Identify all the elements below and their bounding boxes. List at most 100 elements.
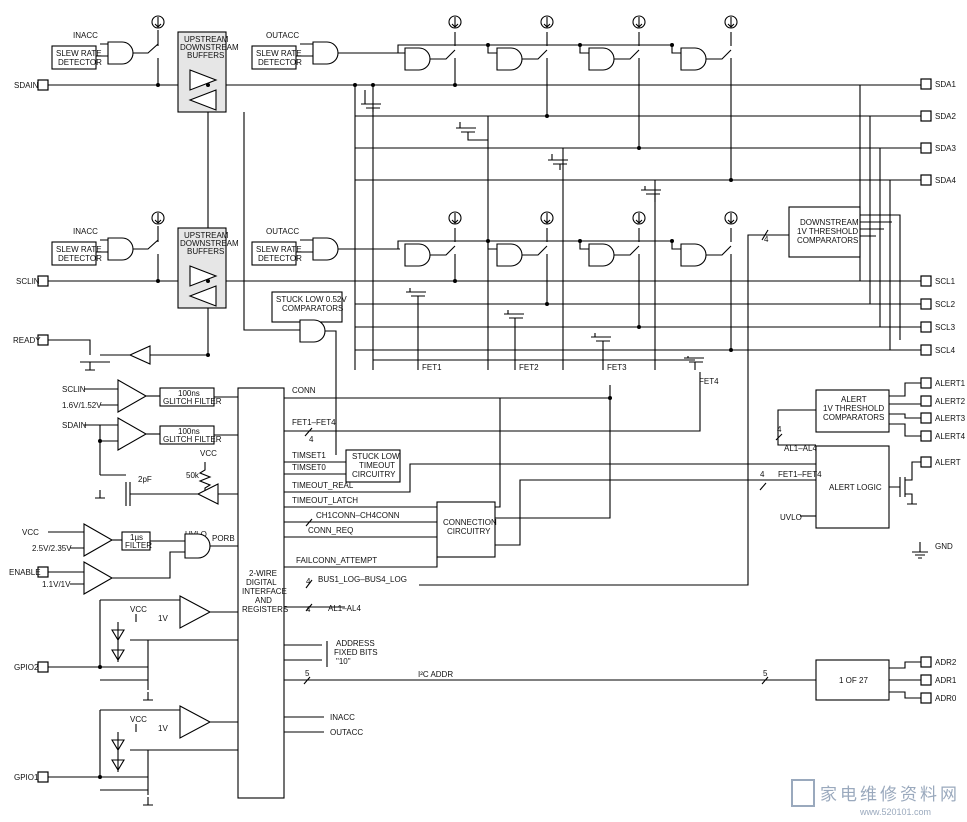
us-filter-label-2: FILTER [125, 541, 152, 550]
pin-gpio1: GPIO1 [14, 773, 39, 782]
address-label-3: "10" [336, 657, 351, 666]
connection-label-1: CONNECTION [443, 518, 497, 527]
pin-alert3: ALERT3 [935, 414, 966, 423]
vcc-label-1: VCC [200, 449, 217, 458]
v25-label: 2.5V/2.35V [32, 544, 72, 553]
slew-rate-label-3: SLEW RATE [256, 49, 302, 58]
pin-scl2: SCL2 [935, 300, 956, 309]
v11-label: 1.1V/1V [42, 580, 71, 589]
buffers-label-5: DOWNSTREAM [180, 239, 239, 248]
pin-sda3: SDA3 [935, 144, 956, 153]
vcc-label-2: VCC [22, 528, 39, 537]
one-v-label-2: 1V [158, 724, 168, 733]
interface-label-2: DIGITAL [246, 578, 277, 587]
connection-label-2: CIRCUITRY [447, 527, 491, 536]
address-label-1: ADDRESS [336, 639, 375, 648]
pin-alert: ALERT [935, 458, 961, 467]
timeout-latch-label: TIMEOUT_LATCH [292, 496, 358, 505]
sclin-label-2: SCLIN [62, 385, 86, 394]
fet1-label: FET1 [422, 363, 442, 372]
pin-alert1: ALERT1 [935, 379, 966, 388]
interface-label-1: 2-WIRE [249, 569, 277, 578]
stuck-low-comp-label-2: COMPARATORS [282, 304, 343, 313]
v16-label: 1.6V/1.52V [62, 401, 102, 410]
bus4-label-1: 4 [764, 235, 769, 244]
glitch-label-3: 100ns [178, 427, 200, 436]
inacc-label-1: INACC [73, 31, 98, 40]
outacc-label-2: OUTACC [266, 227, 299, 236]
gpio1-block: VCC 1V [48, 705, 238, 806]
sdain-label-2: SDAIN [62, 421, 87, 430]
downstream-label-2: 1V THRESHOLD [797, 227, 858, 236]
address-label-2: FIXED BITS [334, 648, 378, 657]
stuck-timeout-label-3: CIRCUITRY [352, 470, 396, 479]
slew-rate-label-2: DETECTOR [58, 58, 102, 67]
pin-scl1: SCL1 [935, 277, 956, 286]
interface-signals: CONN FET1–FET4 4 TIMSET1 TIMSET0 STUCK L… [284, 372, 816, 737]
pin-adr2: ADR2 [935, 658, 957, 667]
scl-input-section: SLEW RATE DETECTOR INACC UPSTREAM DOWNST… [48, 211, 400, 455]
buffers-label-4: UPSTREAM [184, 231, 229, 240]
vcc-label-4: VCC [130, 715, 147, 724]
fet3-label: FET3 [607, 363, 627, 372]
cap-label: 2pF [138, 475, 152, 484]
ch1conn-label: CH1CONN–CH4CONN [316, 511, 400, 520]
interface-label-4: AND [255, 596, 272, 605]
slew-rate-label-1: SLEW RATE [56, 49, 102, 58]
inacc-label-2: INACC [73, 227, 98, 236]
pin-sclin: SCLIN [16, 277, 40, 286]
buffers-label-3: BUFFERS [187, 51, 224, 60]
watermark-text: 家电维修资料网 [820, 785, 960, 804]
bus5-label-1: 5 [305, 669, 310, 678]
alert-comp-label-2: 1V THRESHOLD [823, 404, 884, 413]
fet4-label: FET4 [699, 377, 719, 386]
scl-channel-gates: FET1 FET2 FET3 FET4 [373, 211, 738, 386]
porb-label: PORB [212, 534, 235, 543]
left-inputs: SCLIN 1.6V/1.52V 100ns GLITCH FILTER SDA… [22, 379, 238, 595]
pin-gpio2: GPIO2 [14, 663, 39, 672]
bus4-label-5: 4 [777, 425, 782, 434]
glitch-label-4: GLITCH FILTER [163, 435, 222, 444]
left-pins: SDAIN SCLIN READY ENABLE GPIO2 GPIO1 [9, 79, 49, 783]
glitch-label-1: 100ns [178, 389, 200, 398]
bus-log-label: BUS1_LOG–BUS4_LOG [318, 575, 407, 584]
fet2-label: FET2 [519, 363, 539, 372]
downstream-comparators: DOWNSTREAM 1V THRESHOLD COMPARATORS 4 [419, 206, 901, 586]
slew-rate-label-4: DETECTOR [258, 58, 302, 67]
one-v-label-1: 1V [158, 614, 168, 623]
failconn-label: FAILCONN_ATTEMPT [296, 556, 377, 565]
pin-enable: ENABLE [9, 568, 41, 577]
vcc-label-3: VCC [130, 605, 147, 614]
slew-rate-label-6: DETECTOR [58, 254, 102, 263]
pin-alert2: ALERT2 [935, 397, 966, 406]
interface-block: 2-WIRE DIGITAL INTERFACE AND REGISTERS [237, 387, 288, 799]
conn-req-label: CONN_REQ [308, 526, 353, 535]
uvlo-label-2: UVLO [780, 513, 802, 522]
downstream-label-1: DOWNSTREAM [800, 218, 859, 227]
watermark: 家电维修资料网 www.520101.com [791, 779, 960, 817]
fet-bus-label-2: FET1–FET4 [778, 470, 822, 479]
pin-gnd: GND [935, 542, 953, 551]
outacc-label-1: OUTACC [266, 31, 299, 40]
pin-adr1: ADR1 [935, 676, 957, 685]
pin-sda1: SDA1 [935, 80, 956, 89]
pin-ready: READY [13, 336, 41, 345]
alert-section: ALERT 1V THRESHOLD COMPARATORS 4 AL1–AL4… [759, 382, 921, 701]
junctions [98, 43, 733, 779]
bus5-label-2: 5 [763, 669, 768, 678]
timeout-real-label: TIMEOUT_REAL [292, 481, 354, 490]
stuck-timeout-label-2: TIMEOUT [359, 461, 395, 470]
buffers-label-6: BUFFERS [187, 247, 224, 256]
bus4-label-4: 4 [306, 605, 311, 614]
al1-al4-label-2: AL1–AL4 [784, 444, 817, 453]
slew-rate-label-8: DETECTOR [258, 254, 302, 263]
bus4-label-2: 4 [309, 435, 314, 444]
stuck-timeout-label-1: STUCK LOW [352, 452, 400, 461]
buffers-label-1: UPSTREAM [184, 35, 229, 44]
glitch-label-2: GLITCH FILTER [163, 397, 222, 406]
interface-label-5: REGISTERS [242, 605, 288, 614]
sda-channel-gates [361, 15, 738, 202]
decoder-label: 1 OF 27 [839, 676, 868, 685]
us-filter-label-1: 1µs [130, 533, 143, 542]
